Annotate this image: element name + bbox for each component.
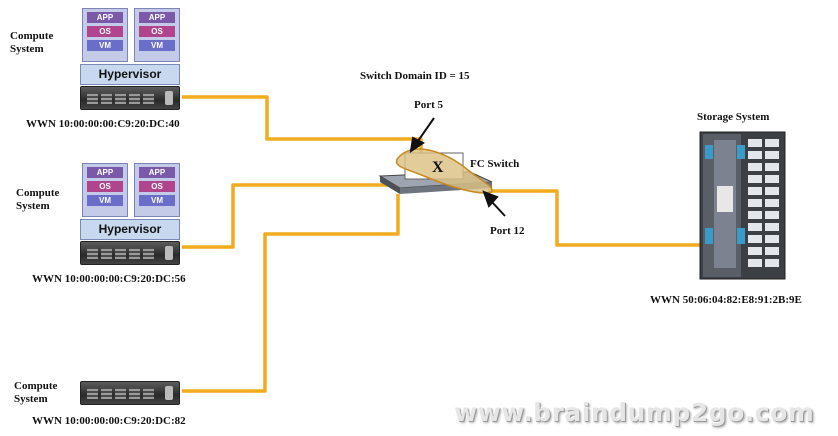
server-chassis-2 — [80, 241, 180, 265]
vm-tag: VM — [139, 40, 175, 51]
switch-domain-id: Switch Domain ID = 15 — [360, 70, 470, 82]
fc-switch-graphic — [378, 148, 493, 194]
server-chassis-1 — [80, 86, 180, 110]
port-5-label: Port 5 — [414, 99, 444, 111]
watermark: www.braindump2go.com — [454, 398, 815, 427]
server-chassis-3 — [80, 381, 180, 405]
vm-column-1a: APP OS VM — [82, 8, 128, 62]
hypervisor-1: Hypervisor — [80, 64, 180, 85]
os-tag: OS — [87, 181, 123, 192]
link-port12-storage — [488, 189, 700, 247]
vm-tag: VM — [87, 40, 123, 51]
app-tag: APP — [87, 12, 123, 23]
vm-column-2b: APP OS VM — [134, 163, 180, 217]
app-tag: APP — [139, 12, 175, 23]
zone-mark: X — [432, 159, 444, 176]
vm-tag: VM — [139, 195, 175, 206]
port-12-label: Port 12 — [490, 225, 525, 237]
compute-system-label-3: Compute System — [14, 380, 58, 405]
compute-system-label-2: Compute System — [16, 187, 60, 212]
zone-band — [395, 148, 493, 194]
link-host3-switch — [182, 194, 400, 393]
os-tag: OS — [87, 26, 123, 37]
fc-switch-label: FC Switch — [470, 158, 520, 170]
compute-system-wwn-1: WWN 10:00:00:00:C9:20:DC:40 — [26, 118, 180, 130]
vm-column-1b: APP OS VM — [134, 8, 180, 62]
compute-system-label-1: Compute System — [10, 30, 54, 55]
compute-system-wwn-3: WWN 10:00:00:00:C9:20:DC:82 — [32, 415, 186, 427]
app-tag: APP — [139, 167, 175, 178]
link-host2-switch — [182, 183, 395, 249]
hypervisor-2: Hypervisor — [80, 219, 180, 240]
storage-system-label: Storage System — [697, 111, 770, 123]
storage-system-wwn: WWN 50:06:04:82:E8:91:2B:9E — [650, 294, 802, 306]
vm-tag: VM — [87, 195, 123, 206]
os-tag: OS — [139, 181, 175, 192]
os-tag: OS — [139, 26, 175, 37]
app-tag: APP — [87, 167, 123, 178]
link-host1-port5 — [182, 95, 423, 160]
compute-system-wwn-2: WWN 10:00:00:00:C9:20:DC:56 — [32, 273, 186, 285]
vm-column-2a: APP OS VM — [82, 163, 128, 217]
storage-cabinet — [699, 131, 786, 280]
